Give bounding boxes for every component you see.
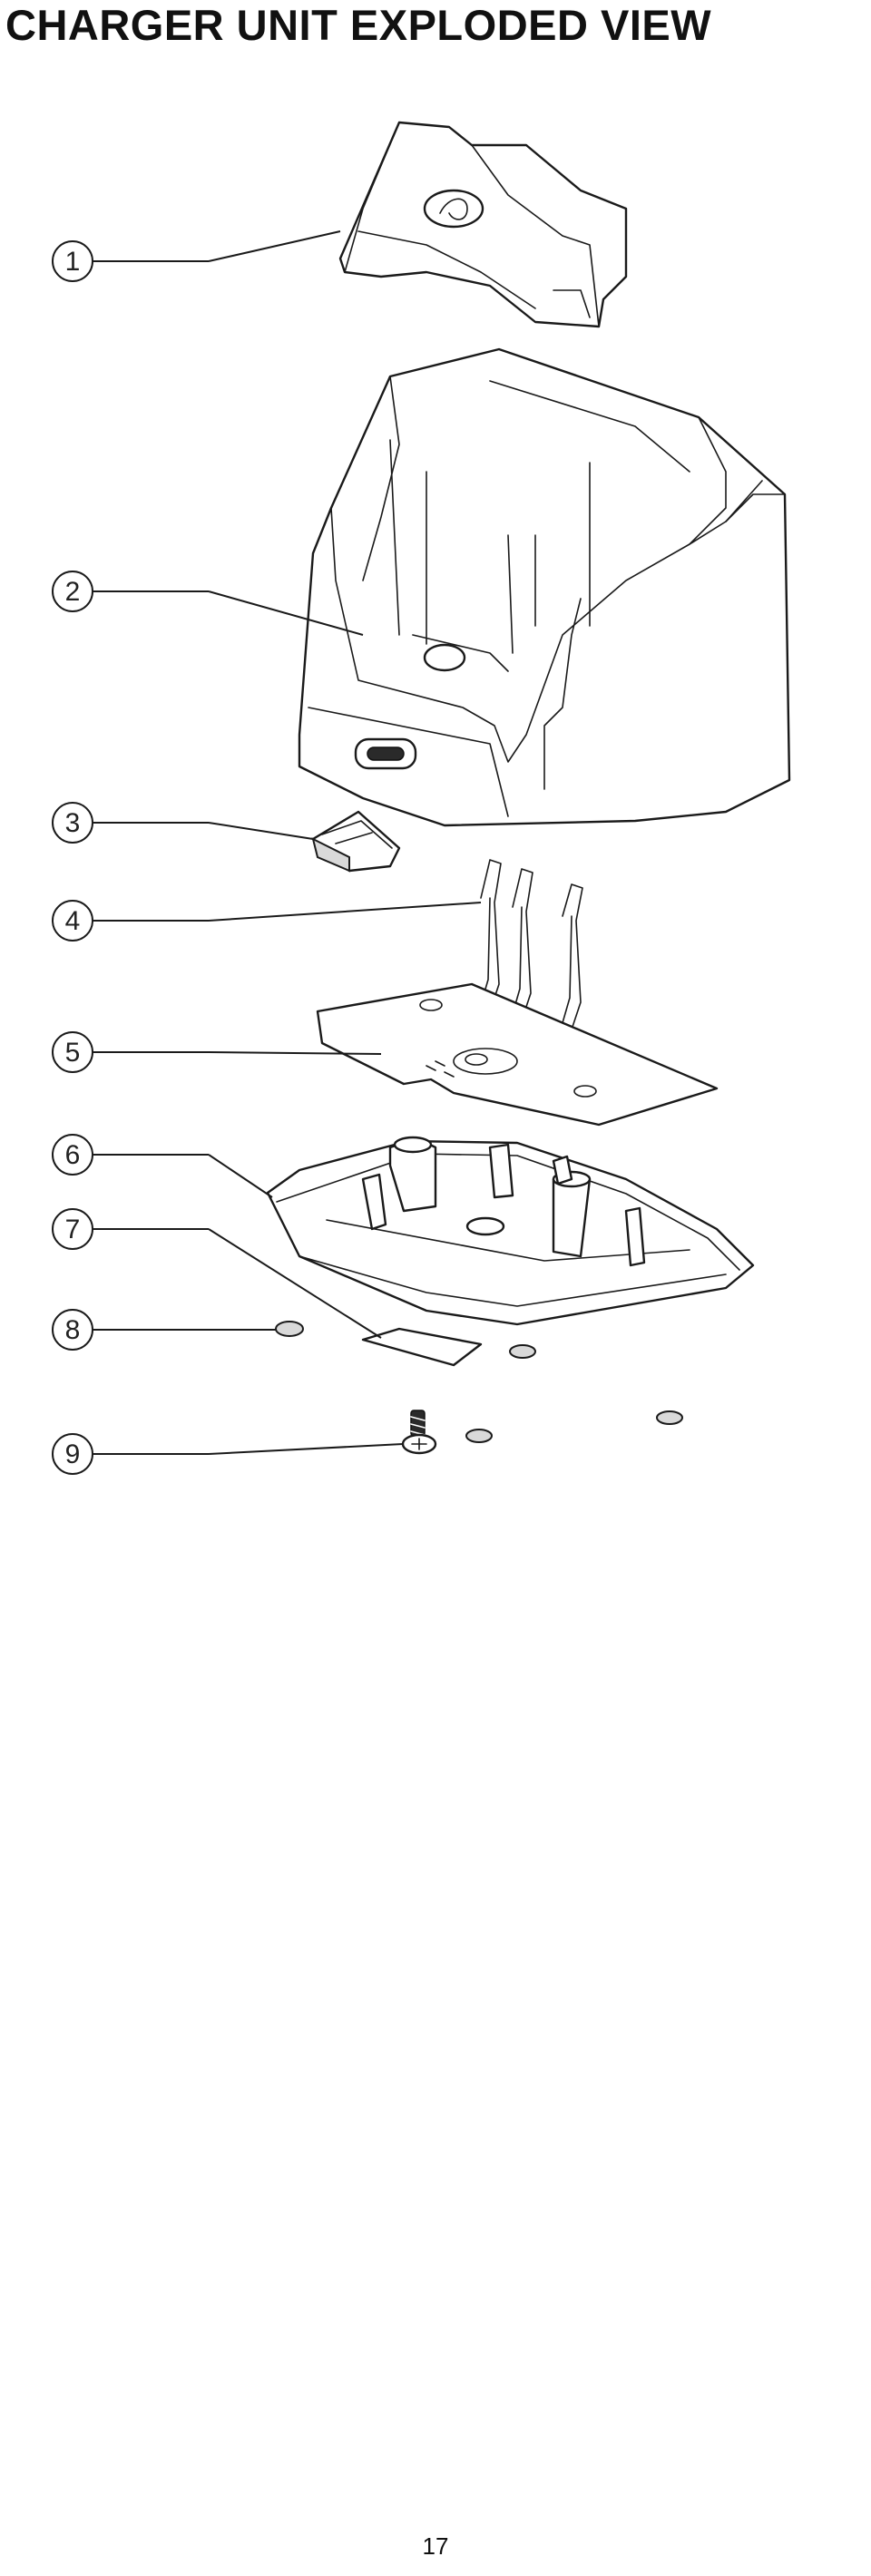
part-5-circuit-board <box>316 982 719 1127</box>
page-number: 17 <box>422 2532 449 2560</box>
callout-1: 1 <box>52 240 93 282</box>
callout-5: 5 <box>52 1031 93 1073</box>
leader-lines <box>93 230 482 1455</box>
callout-2-label: 2 <box>65 577 81 607</box>
callout-4: 4 <box>52 900 93 942</box>
callout-9: 9 <box>52 1433 93 1475</box>
callout-5-label: 5 <box>65 1038 81 1068</box>
page-title: CHARGER UNIT EXPLODED VIEW <box>5 1 712 49</box>
callout-6: 6 <box>52 1134 93 1176</box>
exploded-view-diagram: 1 2 3 4 5 6 7 8 9 <box>52 121 791 1475</box>
part-1-top-cover <box>338 121 628 328</box>
part-7-label <box>361 1327 483 1367</box>
callout-6-label: 6 <box>65 1140 81 1170</box>
callout-1-label: 1 <box>65 247 81 277</box>
callout-8: 8 <box>52 1309 93 1351</box>
part-9-screw <box>401 1410 437 1455</box>
part-3-connector <box>311 810 401 873</box>
part-2-charger-housing <box>298 347 791 827</box>
callout-4-label: 4 <box>65 906 81 936</box>
callout-7-label: 7 <box>65 1215 81 1244</box>
part-8-rubber-feet <box>275 1321 683 1443</box>
callout-3-label: 3 <box>65 808 81 838</box>
callout-7: 7 <box>52 1208 93 1250</box>
callout-3: 3 <box>52 802 93 844</box>
callout-8-label: 8 <box>65 1315 81 1345</box>
part-6-bottom-base <box>266 1136 755 1326</box>
callout-2: 2 <box>52 571 93 612</box>
callout-9-label: 9 <box>65 1439 81 1469</box>
